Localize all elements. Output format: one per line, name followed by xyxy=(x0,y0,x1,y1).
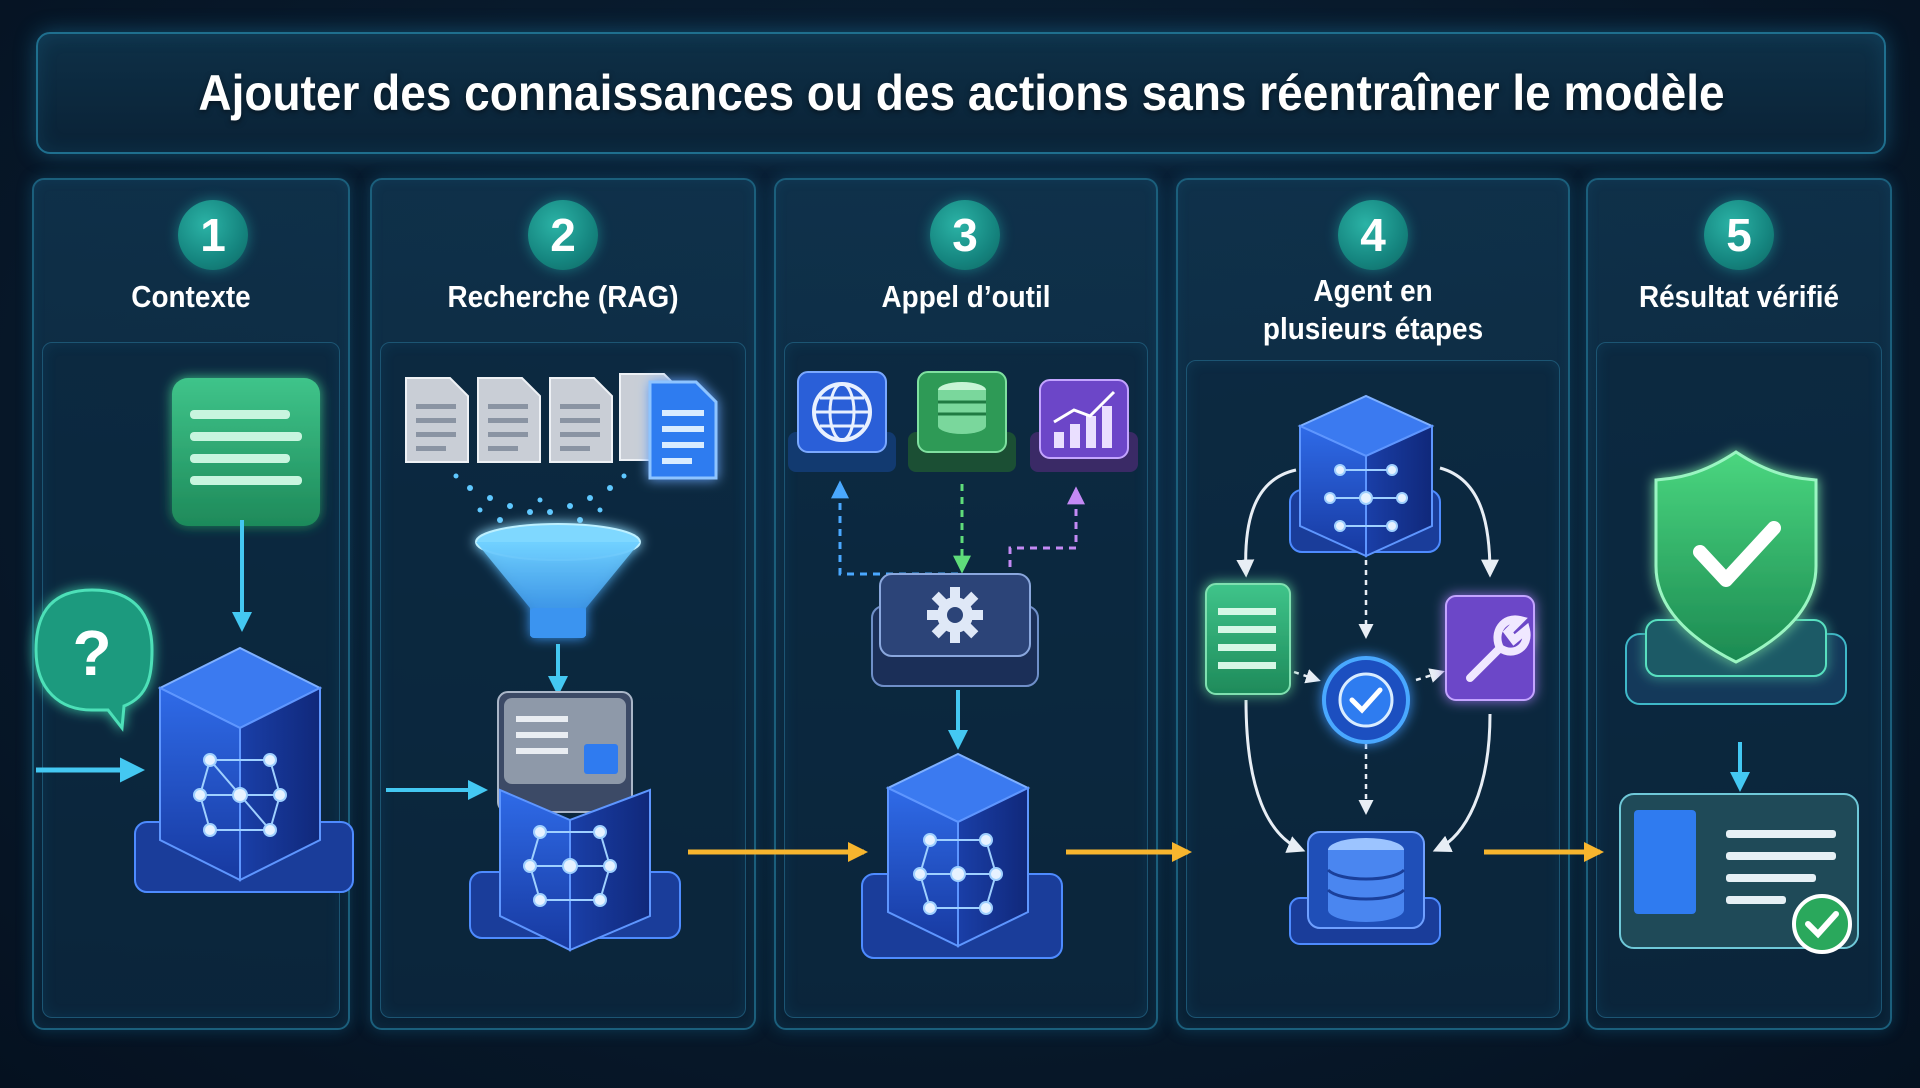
diagram-title: Ajouter des connaissances ou des actions… xyxy=(197,65,1725,121)
model-cube-icon xyxy=(469,788,681,952)
step-number-badge: 1 xyxy=(178,200,248,270)
cycle-arrow-top-right xyxy=(1439,466,1499,578)
text-note-icon xyxy=(172,378,320,526)
step-number-badge: 4 xyxy=(1338,200,1408,270)
dashed-link-globe xyxy=(831,480,958,576)
title-banner: Ajouter des connaissances ou des actions… xyxy=(36,32,1886,154)
document-icon xyxy=(477,377,541,463)
cycle-arrow-bottom-left xyxy=(1244,699,1306,853)
step-label: Contexte xyxy=(131,279,251,314)
step-number-badge: 5 xyxy=(1704,200,1774,270)
question-bubble-icon: ? xyxy=(34,588,154,732)
document-stack xyxy=(405,373,718,480)
model-cube-icon xyxy=(1289,394,1441,558)
spoke-left xyxy=(1293,669,1321,684)
chart-icon xyxy=(1030,379,1138,472)
text-note-icon xyxy=(1205,583,1291,695)
check-badge-icon xyxy=(1792,894,1852,954)
svg-text:?: ? xyxy=(72,617,111,689)
step5-illustration xyxy=(1619,450,1859,954)
cycle-arrow-top-left xyxy=(1236,468,1297,578)
step3-illustration xyxy=(788,371,1138,959)
retrieved-card-icon xyxy=(497,691,633,813)
gear-icon xyxy=(871,573,1039,687)
cycle-arrows xyxy=(1236,466,1499,853)
globe-icon xyxy=(788,371,896,472)
funnel-icon xyxy=(475,523,641,638)
database-icon xyxy=(1289,831,1441,945)
check-icon xyxy=(1322,656,1410,744)
model-cube-icon xyxy=(134,646,354,893)
document-icon xyxy=(405,377,469,463)
shield-check-icon xyxy=(1625,450,1847,705)
step-label-line-1: Agent en xyxy=(1313,273,1433,308)
document-icon xyxy=(549,377,613,463)
step2-illustration xyxy=(386,373,718,952)
step1-illustration: ? xyxy=(34,378,354,893)
wrench-icon xyxy=(1445,595,1535,701)
step-label: Appel d’outil xyxy=(881,279,1051,314)
step-label: Recherche (RAG) xyxy=(447,279,679,314)
step4-illustration xyxy=(1205,394,1535,945)
spoke-right xyxy=(1415,668,1445,683)
dashed-link-chart xyxy=(1008,486,1085,580)
step-number-badge: 2 xyxy=(528,200,598,270)
dashed-spokes xyxy=(1293,560,1445,815)
model-cube-icon xyxy=(861,752,1063,959)
step-number-badge: 3 xyxy=(930,200,1000,270)
database-icon xyxy=(908,371,1016,472)
step-label-line-2: plusieurs étapes xyxy=(1262,311,1484,346)
step-label: Résultat vérifié xyxy=(1638,279,1840,314)
highlighted-document-icon xyxy=(648,380,718,480)
cycle-arrow-bottom-right xyxy=(1432,713,1492,853)
